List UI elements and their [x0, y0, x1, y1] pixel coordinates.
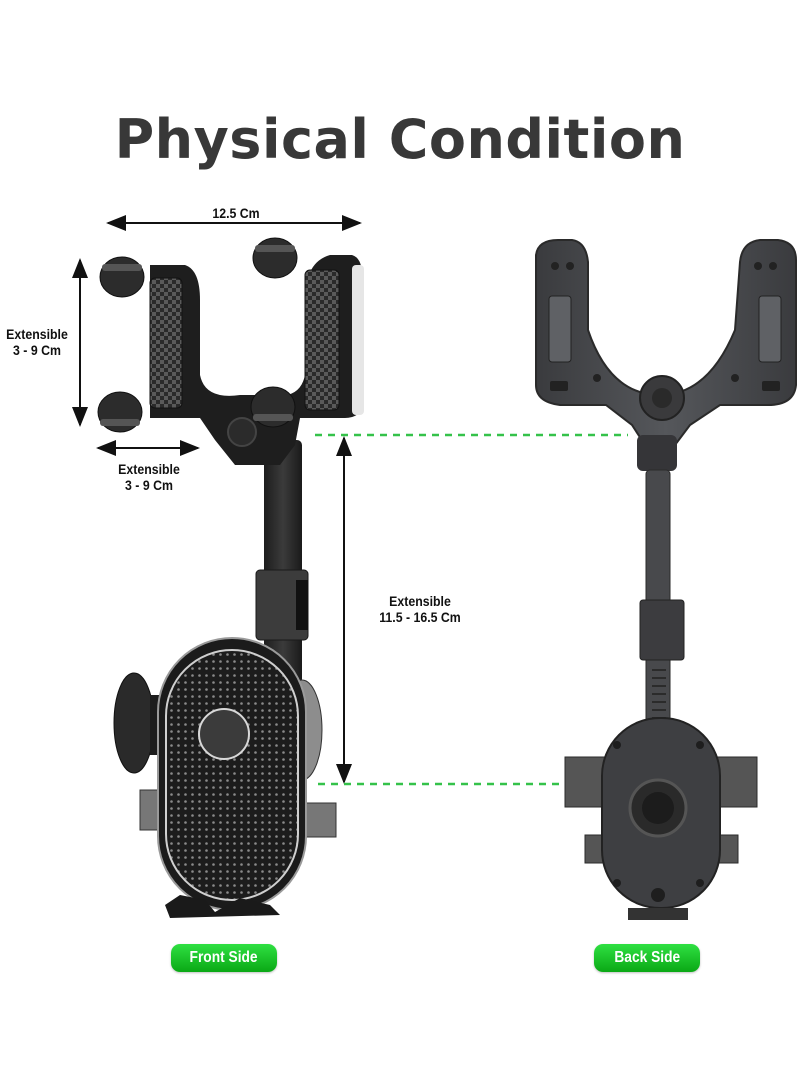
- grip-height-dimension-label: Extensible 3 - 9 Cm: [0, 326, 77, 358]
- back-side-label: Back Side: [614, 949, 680, 966]
- arm-length-title: Extensible: [389, 593, 451, 609]
- back-side-badge: Back Side: [594, 944, 700, 972]
- grip-height-value: 3 - 9 Cm: [13, 342, 61, 358]
- grip-width-value: 3 - 9 Cm: [125, 477, 173, 493]
- back-mount-illustration: [535, 239, 797, 920]
- grip-width-dimension-label: Extensible 3 - 9 Cm: [109, 461, 188, 493]
- grip-width-title: Extensible: [118, 461, 180, 477]
- width-dimension-label: 12.5 Cm: [192, 205, 280, 221]
- grip-height-title: Extensible: [6, 326, 68, 342]
- front-side-badge: Front Side: [171, 944, 277, 972]
- width-value: 12.5 Cm: [212, 205, 260, 221]
- front-side-label: Front Side: [189, 949, 259, 966]
- page-title: Physical Condition: [114, 108, 686, 171]
- arm-length-dimension-label: Extensible 11.5 - 16.5 Cm: [367, 593, 473, 625]
- front-mount-illustration: [97, 237, 364, 918]
- arm-length-value: 11.5 - 16.5 Cm: [379, 609, 461, 625]
